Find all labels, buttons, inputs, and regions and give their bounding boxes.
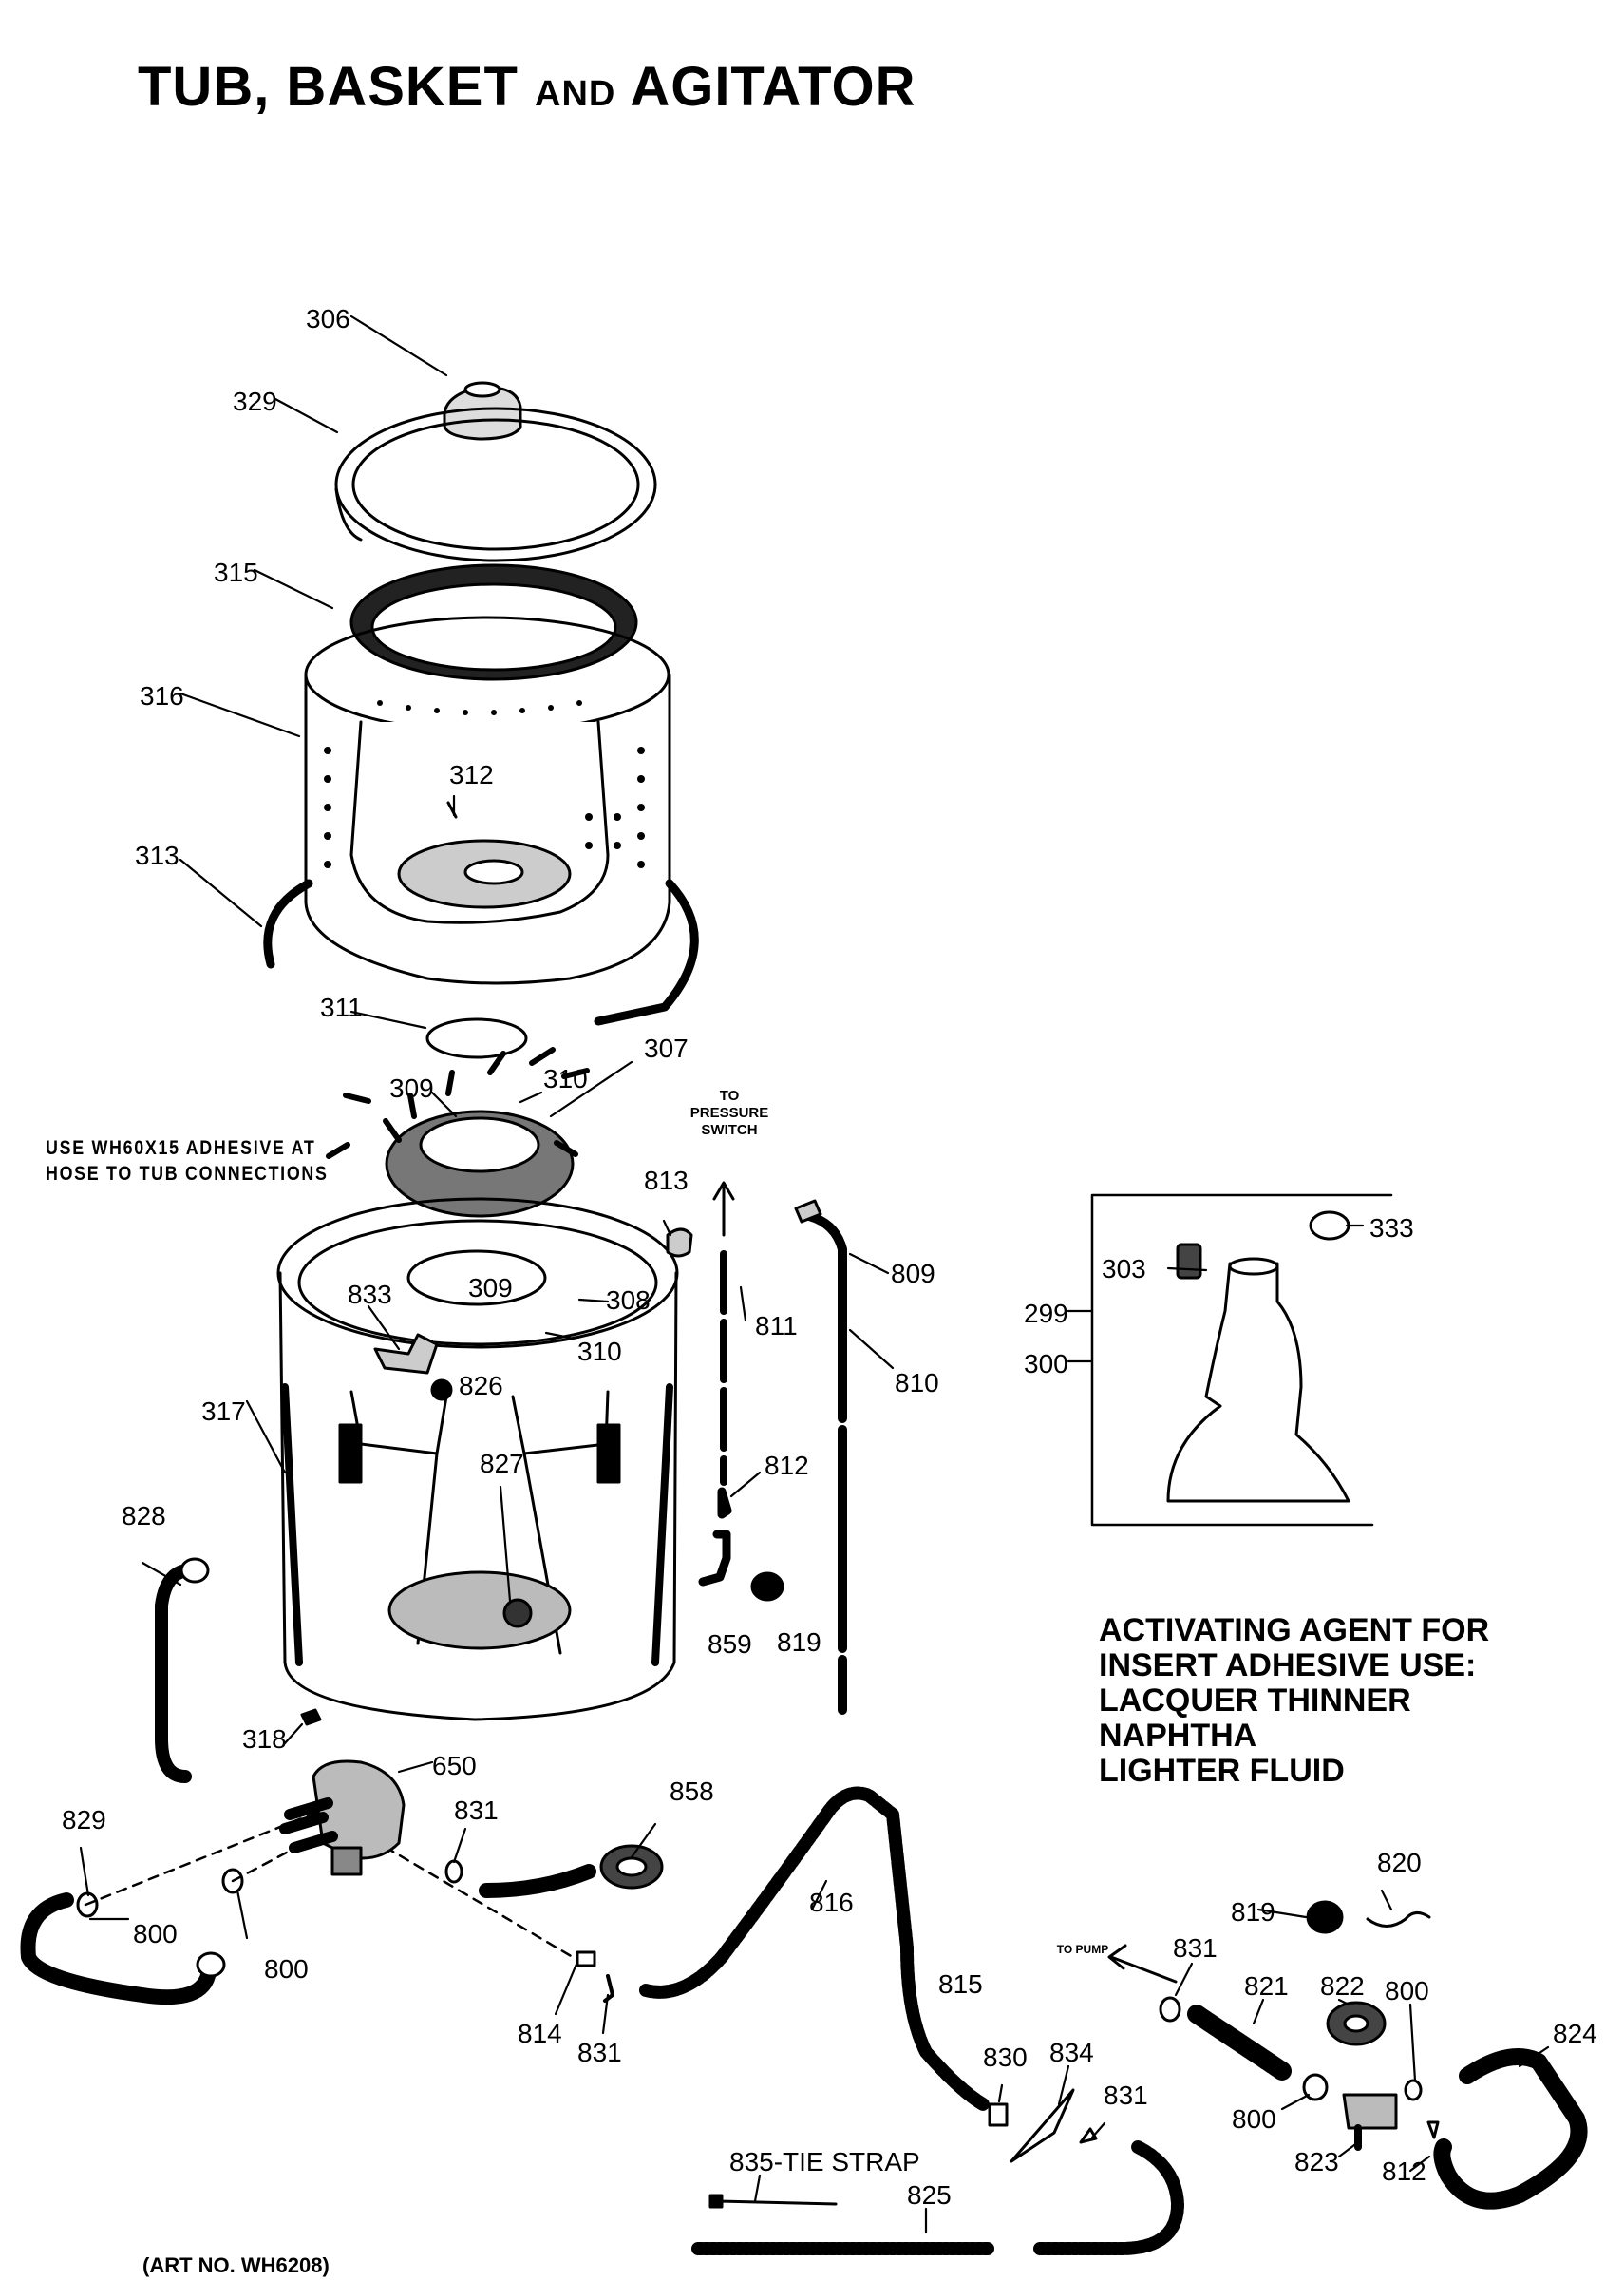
part-label: 835-TIE STRAP: [729, 2147, 920, 2176]
part-label: 318: [242, 1724, 287, 1754]
part-label: 812: [765, 1451, 809, 1480]
part-label: 812: [1382, 2156, 1426, 2186]
part-label: 831: [1104, 2080, 1148, 2110]
part-label: 316: [140, 681, 184, 711]
check-valve: [1306, 1900, 1344, 1934]
wash-basket: [304, 616, 671, 985]
spring-clip: [1366, 1911, 1431, 1928]
drain-hose: [155, 1563, 201, 1783]
sump-hose: [20, 1892, 217, 2005]
pressure-switch-note: SWITCH: [701, 1122, 757, 1138]
part-label: 317: [201, 1396, 246, 1426]
part-label: 329: [233, 387, 277, 416]
tub-fitting: [373, 1333, 439, 1375]
part-label: 823: [1294, 2147, 1339, 2176]
part-label: 816: [809, 1888, 854, 1917]
activating-agent-note: ACTIVATING AGENT FOR INSERT ADHESIVE USE…: [1099, 1612, 1490, 1789]
part-label: 650: [432, 1751, 477, 1780]
part-label: 313: [135, 841, 179, 870]
part-label: 800: [1232, 2104, 1276, 2134]
valve-822: [1326, 2001, 1387, 2046]
part-label: 809: [891, 1259, 935, 1288]
leader-lines: [79, 314, 1550, 2234]
part-label: 825: [907, 2180, 952, 2210]
part-label: 800: [1385, 1976, 1429, 2005]
corrugated-hose: [639, 1786, 990, 2111]
part-label: 830: [983, 2042, 1028, 2072]
tie-strap: [715, 2199, 838, 2206]
part-label: 308: [606, 1285, 651, 1315]
plug: [666, 1227, 693, 1258]
agitator-cap: [443, 381, 522, 441]
part-label: 827: [480, 1449, 524, 1478]
pump: [279, 1759, 406, 1876]
part-label: 303: [1102, 1254, 1146, 1283]
pressure-switch-note: PRESSURE: [690, 1105, 769, 1121]
pressure-switch-note: TO: [720, 1088, 740, 1104]
part-label: 859: [708, 1629, 752, 1659]
part-label: 834: [1049, 2038, 1094, 2067]
part-label: 822: [1320, 1971, 1365, 2001]
page-title: TUB, BASKET AND AGITATOR: [138, 56, 916, 118]
pump-arrow: [1107, 1944, 1178, 1984]
part-label: 800: [264, 1954, 309, 1984]
part-label: 300: [1024, 1349, 1068, 1378]
hose-connector: [698, 1487, 732, 1586]
part-label: 800: [133, 1919, 178, 1948]
balance-ring: [349, 563, 638, 681]
tub-cover-gasket: [263, 879, 699, 1026]
part-label: 315: [214, 558, 258, 587]
part-label: 819: [1231, 1897, 1275, 1927]
part-label: 831: [577, 2038, 622, 2067]
part-label: 309: [468, 1273, 513, 1302]
grommet: [750, 1571, 784, 1602]
part-label: 312: [449, 760, 494, 789]
part-label: 306: [306, 304, 350, 333]
part-label: 299: [1024, 1299, 1068, 1328]
part-label: 310: [543, 1064, 588, 1093]
part-label: 824: [1553, 2019, 1597, 2048]
part-label: 310: [577, 1337, 622, 1366]
drain-hose-short: [479, 1864, 596, 1898]
agitator-insert-box: [1090, 1193, 1393, 1527]
hose-821: [1187, 2004, 1292, 2080]
fill-hose: [794, 1199, 847, 1715]
part-label: 333: [1369, 1213, 1414, 1243]
part-label: 821: [1244, 1971, 1289, 2001]
hose-824: [1433, 2048, 1588, 2210]
part-label: 826: [459, 1371, 503, 1400]
part-number-labels: 306 329 315 316 312 313 311 307 309 310 …: [62, 304, 1597, 2210]
tub-cover-ring: [334, 407, 657, 562]
part-label: 307: [644, 1034, 689, 1063]
tub-grommet: [430, 1378, 453, 1401]
part-label: 309: [389, 1074, 434, 1103]
part-label: 814: [518, 2019, 562, 2048]
part-label: 833: [348, 1280, 392, 1309]
hub-assembly: [326, 1047, 590, 1218]
part-label: 829: [62, 1805, 106, 1834]
part-label: 815: [938, 1969, 983, 1999]
art-number: (ART NO. WH6208): [142, 2253, 330, 2277]
clip: [300, 1708, 322, 1726]
part-label: 811: [755, 1311, 798, 1340]
part-label: 858: [670, 1776, 714, 1806]
tee-fitting-823: [1342, 2093, 1398, 2151]
outer-tub: [276, 1197, 679, 1721]
to-pump-note: TO PUMP: [1057, 1943, 1108, 1956]
part-label: 813: [644, 1166, 689, 1195]
snap-ring: [425, 1017, 528, 1059]
warning-tag: [1010, 2088, 1075, 2163]
part-label: 820: [1377, 1848, 1422, 1877]
part-label: 831: [454, 1796, 499, 1825]
part-label: 810: [895, 1368, 939, 1397]
part-label: 831: [1173, 1933, 1218, 1963]
part-label: 828: [122, 1501, 166, 1530]
part-label: 819: [777, 1627, 821, 1657]
adhesive-note: USE WH60X15 ADHESIVE AT HOSE TO TUB CONN…: [46, 1137, 329, 1185]
part-label: 311: [320, 993, 363, 1022]
pressure-arrow: [712, 1181, 735, 1237]
